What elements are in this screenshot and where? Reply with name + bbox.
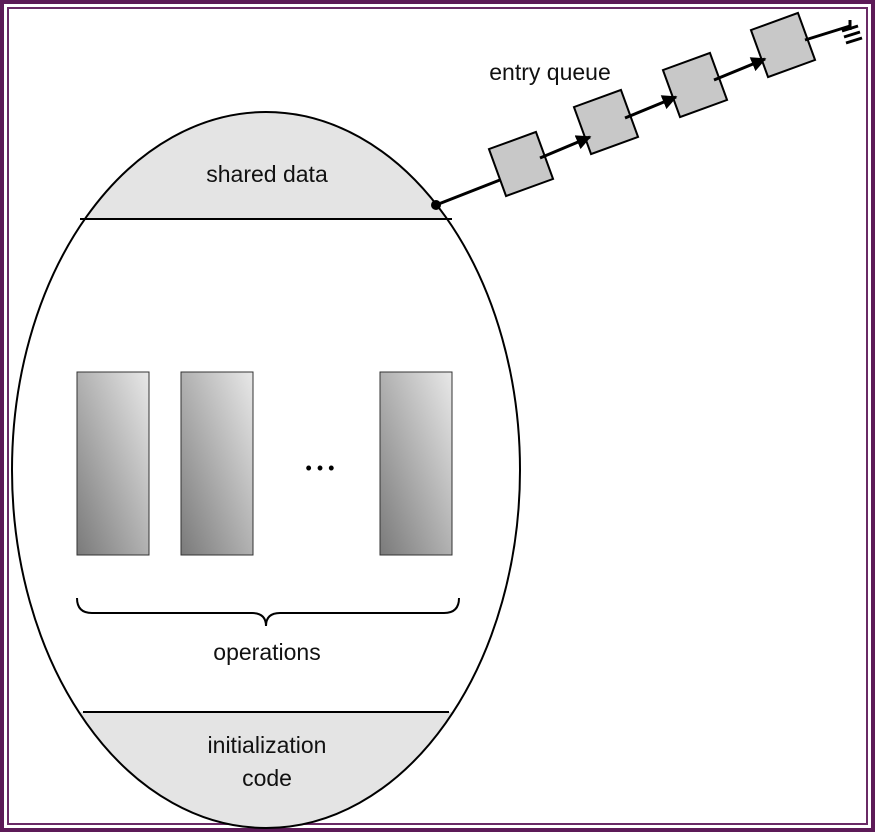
queue-node <box>749 11 817 79</box>
frame-inner-border <box>7 7 868 825</box>
queue-connector <box>435 176 506 207</box>
operation-box <box>76 371 150 556</box>
operation-box <box>379 371 453 556</box>
operations-label: operations <box>213 639 320 665</box>
queue-node <box>572 88 640 156</box>
queue-tail-link <box>804 24 851 42</box>
monitor-outline <box>11 111 521 829</box>
queue-node <box>661 51 729 119</box>
entry-queue: entry queue <box>431 11 863 210</box>
queue-link-arrow <box>539 135 592 160</box>
operations-ellipsis: • • • <box>306 458 335 478</box>
queue-node <box>487 130 555 198</box>
initialization-code-label-line1: initialization <box>208 732 327 758</box>
operation-box <box>180 371 254 556</box>
queue-link-arrow <box>713 57 767 82</box>
queue-null-terminator <box>841 20 863 45</box>
operations-group: • • • operations <box>76 371 460 665</box>
shared-data-label: shared data <box>206 161 328 187</box>
initialization-code-label-line2: code <box>242 765 292 791</box>
initialization-code-region <box>12 712 520 828</box>
operations-brace <box>76 597 460 627</box>
entry-queue-label: entry queue <box>489 59 610 85</box>
queue-link-arrow <box>624 95 678 120</box>
